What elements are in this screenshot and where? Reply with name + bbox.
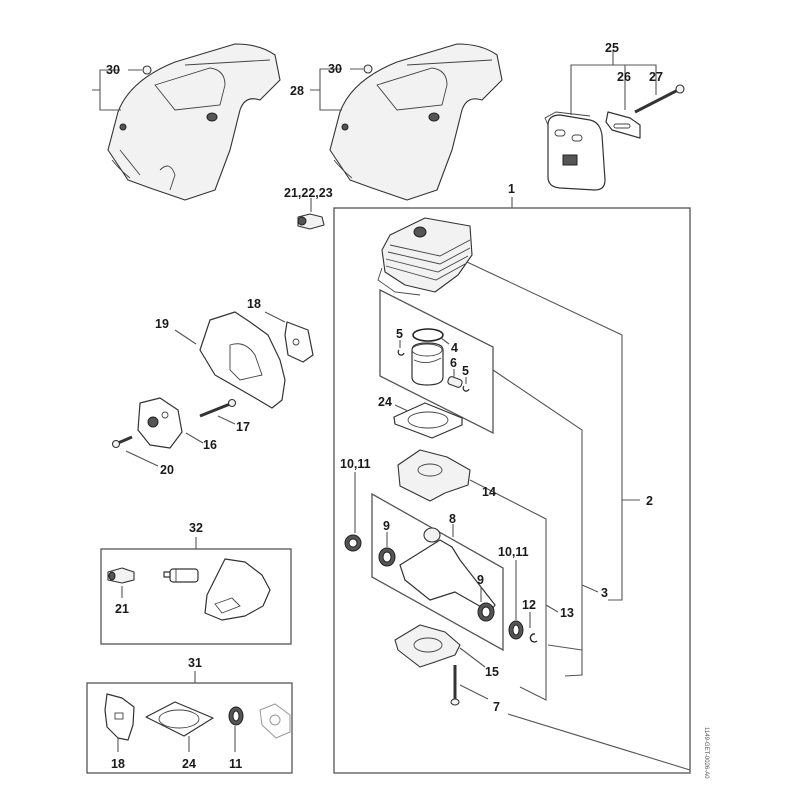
callout-7: 7 bbox=[493, 700, 500, 714]
callout-27: 27 bbox=[649, 70, 663, 84]
callout-1: 1 bbox=[508, 182, 515, 196]
circlip-5-right[interactable] bbox=[462, 385, 470, 392]
piston-pin-6[interactable] bbox=[447, 376, 463, 388]
callout-2: 2 bbox=[646, 494, 653, 508]
leader-4 bbox=[440, 337, 450, 345]
fuel-pickup[interactable] bbox=[297, 213, 325, 230]
crankcase-upper-14[interactable] bbox=[397, 449, 471, 502]
leader-13 bbox=[469, 479, 547, 701]
callout-21: 21 bbox=[115, 602, 129, 616]
bearing-9-left[interactable] bbox=[378, 547, 396, 567]
muffler-bolt-27[interactable] bbox=[634, 84, 685, 114]
callout-kit31-11: 11 bbox=[229, 757, 242, 771]
leader-18 bbox=[264, 311, 286, 323]
fuel-filter[interactable] bbox=[163, 568, 199, 583]
crankshaft-box bbox=[371, 492, 504, 652]
piston-ring-4[interactable] bbox=[412, 328, 444, 342]
shroud-left[interactable] bbox=[107, 43, 281, 201]
screw-7[interactable] bbox=[450, 665, 460, 706]
screw-30-right[interactable] bbox=[363, 64, 373, 74]
leader-20 bbox=[125, 450, 159, 467]
piston-kit-box bbox=[379, 288, 494, 435]
leader-3 bbox=[492, 369, 583, 677]
bolt-17[interactable] bbox=[199, 398, 237, 418]
callout-15: 15 bbox=[485, 665, 499, 679]
air-filter-gasket[interactable] bbox=[204, 558, 271, 621]
callout-28: 28 bbox=[290, 84, 304, 98]
leader-15 bbox=[459, 647, 486, 668]
leader-2 bbox=[466, 261, 623, 601]
leader-24 bbox=[394, 404, 409, 412]
callout-21-22-23: 21,22,23 bbox=[284, 186, 333, 200]
muffler[interactable] bbox=[544, 111, 606, 191]
leader-28-30 bbox=[310, 68, 363, 111]
callout-24: 24 bbox=[378, 395, 392, 409]
callout-18: 18 bbox=[247, 297, 261, 311]
muffler-plate-26[interactable] bbox=[605, 111, 641, 139]
kit31-gasket-24[interactable] bbox=[145, 701, 214, 737]
callout-9-right: 9 bbox=[477, 573, 484, 587]
kit-31-box bbox=[86, 682, 293, 774]
leader-16 bbox=[185, 432, 204, 444]
seal-10-11-left[interactable] bbox=[344, 534, 362, 552]
callout-6: 6 bbox=[450, 356, 457, 370]
circlip-12[interactable] bbox=[529, 633, 538, 643]
callout-20: 20 bbox=[160, 463, 174, 477]
callout-17: 17 bbox=[236, 420, 250, 434]
crankcase-lower-15[interactable] bbox=[394, 624, 461, 668]
callout-31: 31 bbox=[188, 656, 202, 670]
callout-5-right: 5 bbox=[462, 364, 469, 378]
leader-25 bbox=[570, 50, 657, 115]
callout-10-11-right: 10,11 bbox=[498, 545, 529, 559]
callout-13: 13 bbox=[560, 606, 574, 620]
leader-19 bbox=[174, 329, 197, 345]
callout-19: 19 bbox=[155, 317, 169, 331]
circlip-5-left[interactable] bbox=[397, 349, 405, 356]
callout-9-left: 9 bbox=[383, 519, 390, 533]
leader-7 bbox=[459, 684, 691, 771]
kit31-seal-11[interactable] bbox=[228, 706, 244, 726]
leader-3-tick bbox=[581, 584, 599, 593]
shroud-right[interactable] bbox=[329, 43, 503, 201]
bearing-9-right[interactable] bbox=[477, 602, 495, 622]
piston[interactable] bbox=[411, 342, 444, 386]
callout-10-11-left: 10,11 bbox=[340, 457, 371, 471]
screw-20[interactable] bbox=[111, 435, 133, 449]
screw-30-left[interactable] bbox=[142, 65, 152, 75]
kit31-intake-gasket[interactable] bbox=[259, 703, 291, 739]
plate-18[interactable] bbox=[284, 321, 314, 363]
assembly-box-1 bbox=[333, 207, 691, 774]
cylinder-gasket-24[interactable] bbox=[393, 402, 463, 439]
reference-code: 1149-GET-0026-A0 bbox=[703, 727, 709, 779]
callout-4: 4 bbox=[451, 341, 458, 355]
leader-17 bbox=[217, 415, 236, 425]
callout-26: 26 bbox=[617, 70, 631, 84]
callout-30-left: 30 bbox=[106, 63, 120, 77]
callout-30-right: 30 bbox=[328, 62, 342, 76]
callout-3: 3 bbox=[601, 586, 608, 600]
intake-flange-16[interactable] bbox=[137, 397, 183, 449]
callout-8: 8 bbox=[449, 512, 456, 526]
leader-13-tick bbox=[545, 604, 559, 613]
callout-5-left: 5 bbox=[396, 327, 403, 341]
seal-10-11-right[interactable] bbox=[508, 620, 524, 640]
fuel-pickup-21[interactable] bbox=[107, 567, 135, 584]
callout-kit31-18: 18 bbox=[111, 757, 125, 771]
callout-kit31-24: 24 bbox=[182, 757, 196, 771]
callout-16: 16 bbox=[203, 438, 217, 452]
callout-25: 25 bbox=[605, 41, 619, 55]
callout-32: 32 bbox=[189, 521, 203, 535]
callout-14: 14 bbox=[482, 485, 496, 499]
kit31-plate-18[interactable] bbox=[104, 693, 135, 741]
cylinder[interactable] bbox=[377, 217, 473, 296]
callout-12: 12 bbox=[522, 598, 536, 612]
heat-shield-19[interactable] bbox=[199, 311, 286, 409]
leader-30-left bbox=[92, 69, 142, 111]
